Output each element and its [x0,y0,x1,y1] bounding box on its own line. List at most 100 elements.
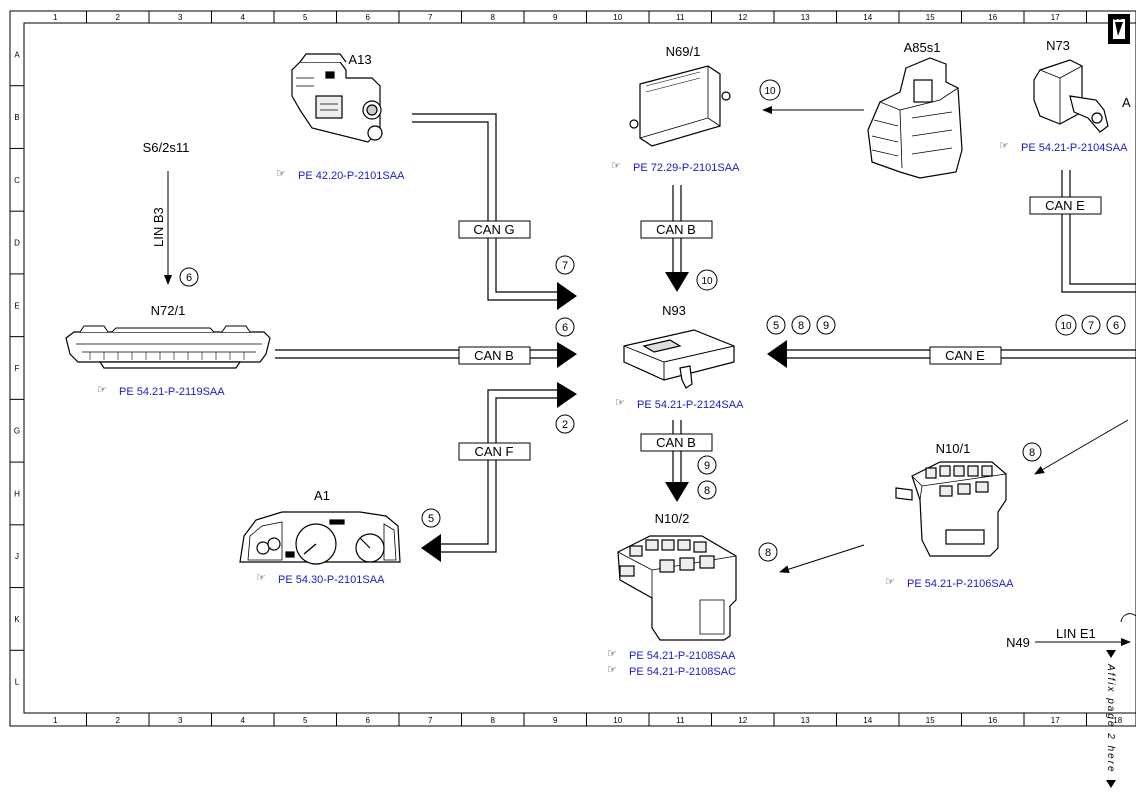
grid-row-label: C [14,176,20,185]
grid-column-label-bottom: 8 [491,716,496,725]
label-n49: N49 [1006,635,1030,650]
bus-label-can-f: CAN F [458,442,531,461]
svg-text:PE 54.21-P-2119SAA: PE 54.21-P-2119SAA [119,386,225,398]
grid-column-label-bottom: 13 [801,716,810,725]
reference-n69-1: ☞ PE 72.29-P-2101SAA [611,159,740,174]
signal-badge: 2 [555,414,575,434]
component-a13 [291,53,383,143]
reference-n10-2-b: ☞ PE 54.21-P-2108SAC [607,663,736,678]
signal-badge: 10 [696,269,718,291]
corner-marker: 18 [1113,13,1122,22]
signal-badge: 9 [697,455,717,475]
signal-badge: 8 [791,315,811,335]
signal-badge: 6 [179,267,199,287]
svg-text:PE 54.21-P-2106SAA: PE 54.21-P-2106SAA [907,578,1014,590]
reference-a1: ☞ PE 54.30-P-2101SAA [256,571,385,586]
component-n72-1 [65,325,271,369]
bus-label-can-b-top: CAN B [640,220,713,239]
bus-label-can-b-left: CAN B [458,346,531,365]
grid-row-label: A [14,50,20,59]
svg-text:9: 9 [823,320,829,332]
label-a13: A13 [348,52,371,67]
grid-column-label-top: 3 [178,13,183,22]
component-n10-1 [895,461,1007,557]
svg-text:6: 6 [186,272,192,284]
component-n93 [623,329,735,389]
label-n73: N73 [1046,38,1070,53]
svg-text:LIN B3: LIN B3 [151,207,166,247]
label-edge-a: A [1122,95,1131,110]
svg-text:5: 5 [428,513,434,525]
grid-column-label-top: 5 [303,13,308,22]
grid-column-label-bottom: 14 [863,716,872,725]
signal-badge: 8 [1022,442,1042,462]
svg-text:8: 8 [704,485,710,497]
grid-column-label-top: 7 [428,13,433,22]
component-a1 [239,511,401,565]
svg-text:8: 8 [798,320,804,332]
svg-text:PE 72.29-P-2101SAA: PE 72.29-P-2101SAA [633,162,740,174]
grid-row-label: D [14,239,20,248]
reference-book-icon: ☞ [999,139,1009,152]
svg-text:CAN G: CAN G [473,222,514,237]
component-n69-1 [629,65,731,147]
svg-text:CAN E: CAN E [945,348,985,363]
svg-text:10: 10 [1060,321,1072,332]
grid-column-label-top: 8 [491,13,496,22]
signal-lines [164,106,1131,646]
grid-column-label-bottom: 9 [553,716,558,725]
signal-badge: 9 [816,315,836,335]
bus-label-lin-b3: LIN B3 [151,207,166,247]
svg-text:CAN F: CAN F [475,444,514,459]
affix-note: Affix page 2 here [1105,650,1116,788]
bus-label-can-e-top: CAN E [1029,196,1102,215]
grid-column-label-bottom: 17 [1051,716,1060,725]
signal-badge: 7 [555,255,575,275]
grid-column-label-top: 17 [1051,13,1060,22]
bus-label-can-b-bottom: CAN B [640,433,713,452]
signal-badge: 8 [758,542,778,562]
grid-column-label-top: 11 [676,13,685,22]
grid-column-label-top: 6 [366,13,371,22]
reference-n72-1: ☞ PE 54.21-P-2119SAA [97,383,225,398]
grid-column-label-bottom: 3 [178,716,183,725]
svg-text:PE 42.20-P-2101SAA: PE 42.20-P-2101SAA [298,170,405,182]
grid-column-label-bottom: 18 [1113,716,1122,725]
svg-text:5: 5 [773,320,779,332]
grid-column-label-top: 1 [53,13,58,22]
grid-row-label: H [14,489,20,498]
reference-book-icon: ☞ [885,575,895,588]
svg-text:PE 54.21-P-2104SAA: PE 54.21-P-2104SAA [1021,142,1128,154]
grid-row-label: F [15,364,20,373]
grid-column-label-bottom: 4 [241,716,246,725]
svg-text:8: 8 [765,547,771,559]
grid-row-label: E [14,301,19,310]
component-a85s1 [867,57,963,179]
reference-book-icon: ☞ [615,396,625,409]
signal-badge: 5 [421,508,441,528]
svg-text:CAN B: CAN B [656,435,696,450]
reference-book-icon: ☞ [97,383,107,396]
signal-badge: 5 [766,315,786,335]
grid-column-label-bottom: 10 [613,716,622,725]
grid-column-label-top: 9 [553,13,558,22]
grid-frame [9,10,1136,727]
grid-column-label-bottom: 12 [738,716,747,725]
reference-book-icon: ☞ [607,647,617,660]
grid-column-label-top: 14 [863,13,872,22]
label-n10-1: N10/1 [936,441,971,456]
svg-text:7: 7 [1088,320,1094,332]
grid-column-label-bottom: 15 [926,716,935,725]
reference-a13: ☞ PE 42.20-P-2101SAA [276,167,405,182]
label-n72-1: N72/1 [151,303,186,318]
svg-text:PE 54.30-P-2101SAA: PE 54.30-P-2101SAA [278,574,385,586]
reference-book-icon: ☞ [256,571,266,584]
svg-text:10: 10 [701,276,713,287]
svg-text:CAN B: CAN B [656,222,696,237]
label-n69-1: N69/1 [666,44,701,59]
reference-book-icon: ☞ [611,159,621,172]
svg-text:2: 2 [562,419,568,431]
svg-text:9: 9 [704,460,710,472]
svg-text:CAN B: CAN B [474,348,514,363]
grid-column-label-bottom: 7 [428,716,433,725]
